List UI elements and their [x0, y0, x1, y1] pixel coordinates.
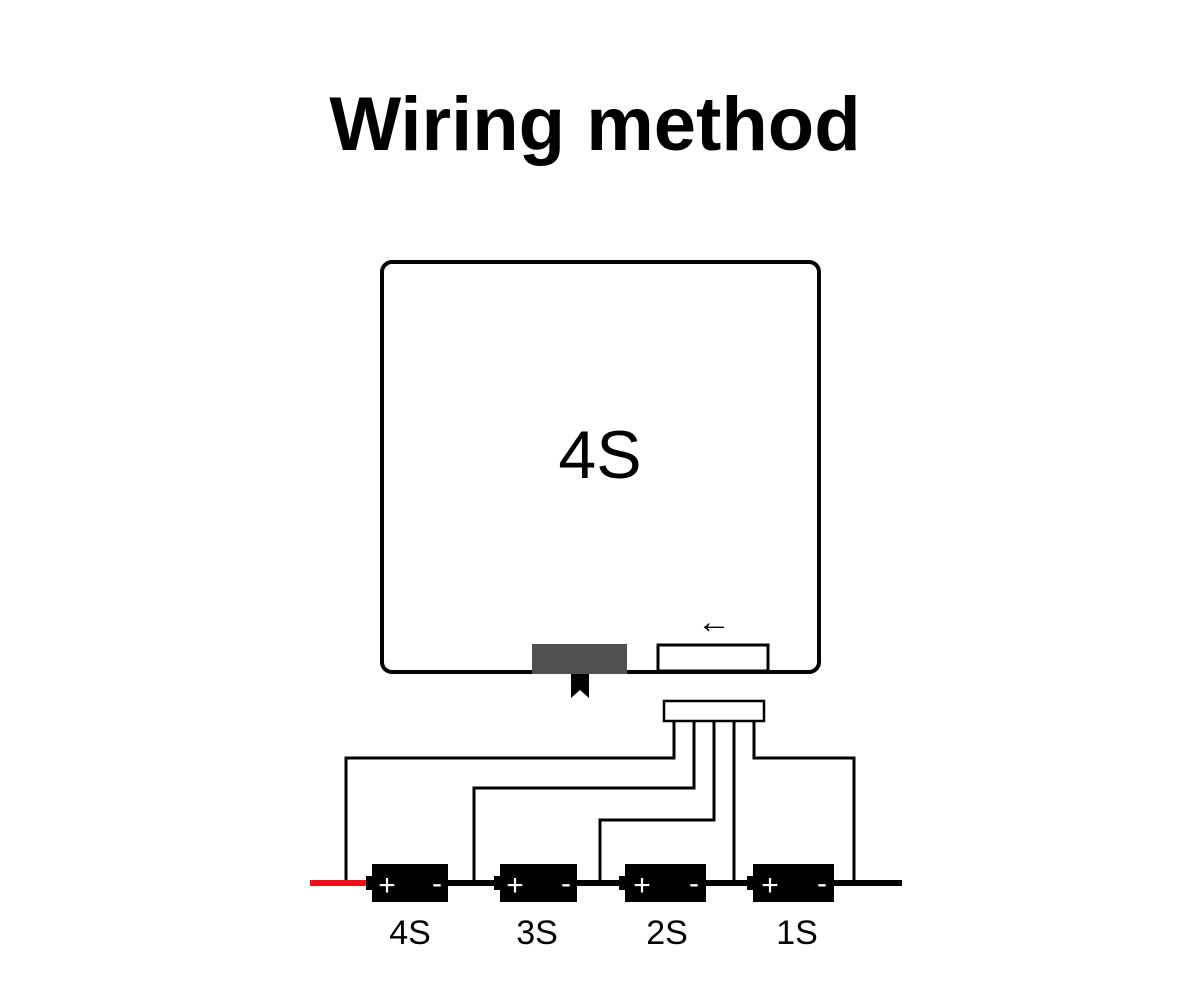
cell-plus-sign: + — [761, 869, 779, 902]
cell-terminal — [494, 876, 502, 890]
battery-cell-4s: + - 4S — [366, 864, 448, 952]
balance-plug — [662, 699, 766, 723]
balance-wires — [344, 721, 856, 882]
cell-label: 1S — [776, 914, 818, 952]
battery-cell-1s: + - 1S — [747, 864, 834, 952]
cell-minus-sign: - — [432, 867, 442, 900]
diagram-title: Wiring method — [329, 82, 860, 167]
battery-cell-3s: + - 3S — [494, 864, 577, 952]
battery-cell-2s: + - 2S — [619, 864, 706, 952]
balance-wire-5 — [752, 721, 856, 882]
cell-label: 3S — [516, 914, 558, 952]
balance-socket — [656, 643, 770, 673]
cell-plus-sign: + — [506, 869, 524, 902]
cell-body — [753, 864, 834, 902]
cell-label: 4S — [389, 914, 431, 952]
balance-wire-1 — [344, 721, 676, 882]
cell-plus-sign: + — [633, 869, 651, 902]
power-connector — [532, 644, 627, 674]
cell-terminal — [619, 876, 627, 890]
board-label: 4S — [558, 417, 641, 493]
connector-tab-icon — [571, 674, 589, 698]
cell-minus-sign: - — [561, 867, 571, 900]
balance-wire-2 — [472, 721, 696, 882]
balance-wire-3 — [598, 721, 716, 882]
cell-terminal — [747, 876, 755, 890]
cell-minus-sign: - — [689, 867, 699, 900]
cell-minus-sign: - — [817, 867, 827, 900]
cell-body — [372, 864, 448, 902]
direction-arrow-icon: ← — [697, 603, 731, 641]
cell-label: 2S — [646, 914, 688, 952]
cell-plus-sign: + — [378, 869, 396, 902]
cell-body — [500, 864, 577, 902]
cell-terminal — [366, 876, 374, 890]
cell-body — [625, 864, 706, 902]
